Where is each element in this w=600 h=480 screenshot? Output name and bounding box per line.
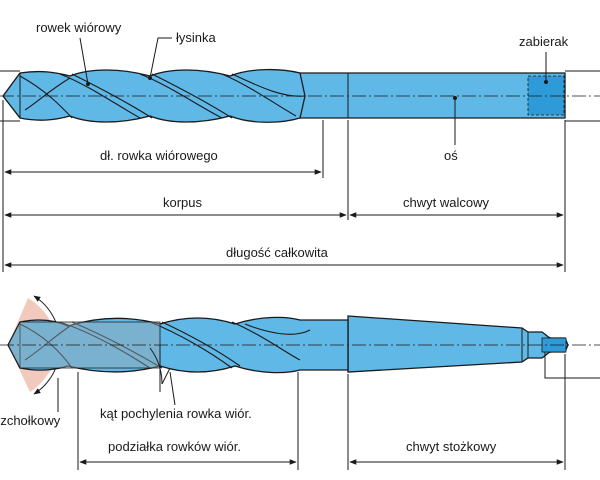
- cylindrical-shank: [299, 72, 566, 119]
- dim-flute-pitch: podziałka rowków wiór.: [108, 439, 241, 454]
- dim-cylindrical-shank: chwyt walcowy: [403, 195, 489, 210]
- label-helix-angle: kąt pochylenia rowka wiór.: [100, 406, 252, 421]
- taper-shank: [347, 315, 569, 373]
- label-land: łysinka: [176, 30, 217, 45]
- label-point-angle: rzchołkowy: [0, 413, 61, 428]
- bottom-drill: rzchołkowy kąt pochylenia rowka wiór. po…: [0, 295, 600, 470]
- top-drill: rowek wiórowy łysinka zabierak oś dł. ro…: [0, 20, 600, 272]
- dim-total-length: długość całkowita: [226, 245, 329, 260]
- label-axis: oś: [444, 148, 458, 163]
- dim-body: korpus: [163, 195, 203, 210]
- label-tang: zabierak: [519, 34, 569, 49]
- label-flute: rowek wiórowy: [36, 20, 122, 35]
- dim-flute-length: dł. rowka wiórowego: [100, 148, 218, 163]
- dim-taper-shank: chwyt stożkowy: [406, 439, 497, 454]
